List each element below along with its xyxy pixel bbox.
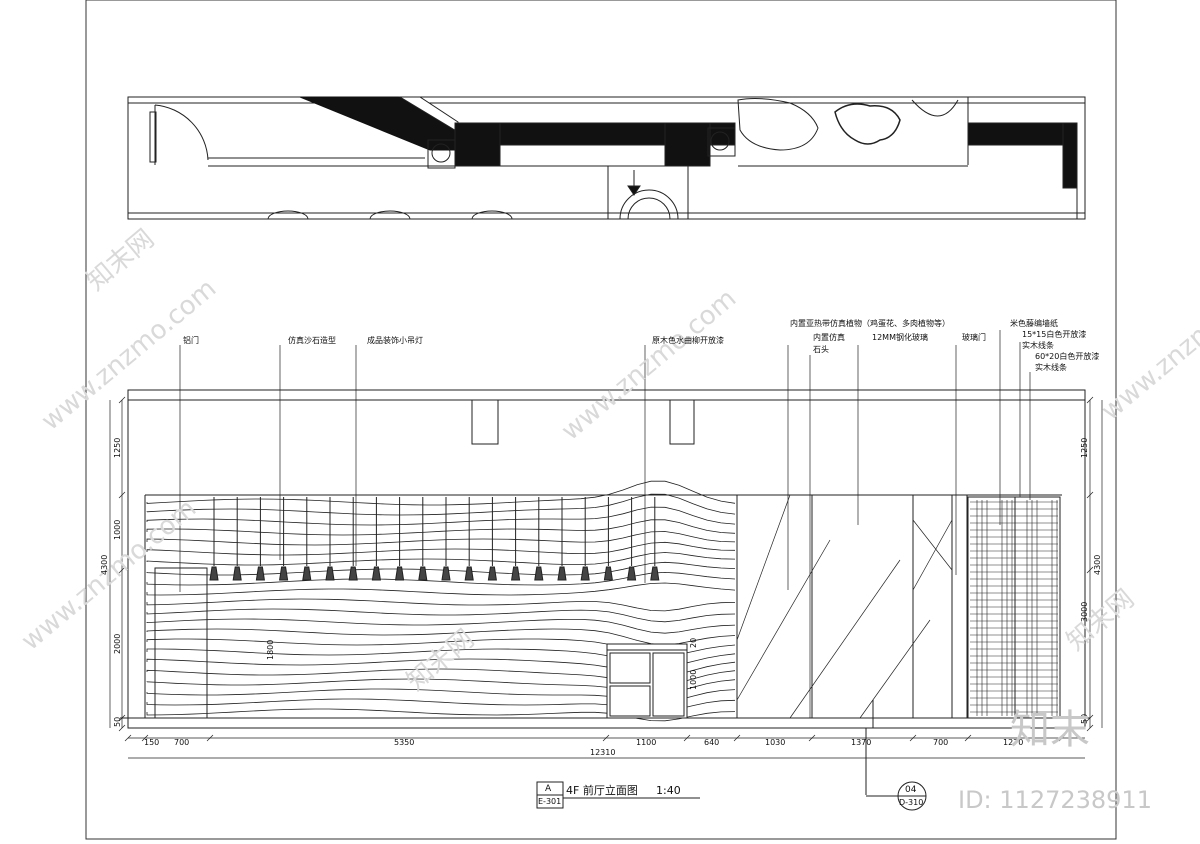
brand-logo: 知末 [1010,707,1090,753]
drawing-title: 4F 前厅立面图 [566,784,638,797]
drawing-scale: 1:40 [656,784,681,797]
dimension-value: 1800 [266,639,275,660]
dimension-value: 1030 [765,738,786,747]
callout-label: 仿真沙石造型 [288,336,336,345]
dimension-value: 1370 [851,738,872,747]
dimension-lines [109,396,1103,759]
dimension-value: 1270 [1003,738,1024,747]
dimension-value: 1250 [1080,437,1089,458]
callout-label: 成品装饰小吊灯 [367,336,423,345]
dimension-value: 2000 [113,633,122,654]
glass-hatch [736,494,953,719]
title-bubble-letter: A [545,784,552,794]
callout-label: 12MM钢化玻璃 [872,333,928,342]
section-ref-bubble [866,781,927,811]
dimension-value: 3000 [1080,601,1089,622]
plan-view [127,96,1086,220]
dimension-value: 640 [704,738,720,747]
dimension-value: 50 [113,716,122,727]
callout-label: 原木色水曲柳开放漆 [652,336,724,345]
callout-label: 内置仿真 [813,333,845,342]
brand-id: ID: 1127238911 [958,786,1152,814]
callout-label: 实木线条 [1035,363,1067,372]
dimension-value: 1100 [636,738,657,747]
dimension-value: 1250 [113,437,122,458]
callout-label: 石头 [813,345,829,354]
dimension-value: 150 [144,738,160,747]
dimension-value: 5350 [394,738,415,747]
dimension-value: 700 [933,738,949,747]
dimension-value: 20 [689,637,698,648]
callout-label: 内置亚热带仿真植物（鸡蛋花、多肉植物等） [790,319,950,328]
dimension-value: 700 [174,738,190,747]
callout-leaders [179,330,1031,718]
dimension-total: 4300 [100,554,109,575]
callout-label: 玻璃门 [962,333,986,342]
elevation-view [120,389,1090,795]
title-bubble-sheet: E-301 [538,797,562,806]
callout-label: 60*20白色开放漆 [1035,352,1100,361]
dimension-total: 12310 [590,748,616,757]
dimension-total: 4300 [1093,554,1102,575]
dimension-value: 1000 [689,669,698,690]
sheet-border [85,0,1117,840]
callout-label: 15*15白色开放漆 [1022,330,1087,339]
cabinet [606,643,688,719]
ref-bubble-sheet: D-310 [899,798,924,807]
callout-label: 实木线条 [1022,341,1054,350]
pendant-lamps [209,497,660,581]
ref-bubble-number: 04 [905,785,917,795]
wallpaper-pattern [970,500,1058,716]
dimension-value: 1000 [113,519,122,540]
callout-label: 米色藤编墙纸 [1010,319,1058,328]
title-block [536,781,700,809]
callout-label: 铝门 [183,336,199,345]
